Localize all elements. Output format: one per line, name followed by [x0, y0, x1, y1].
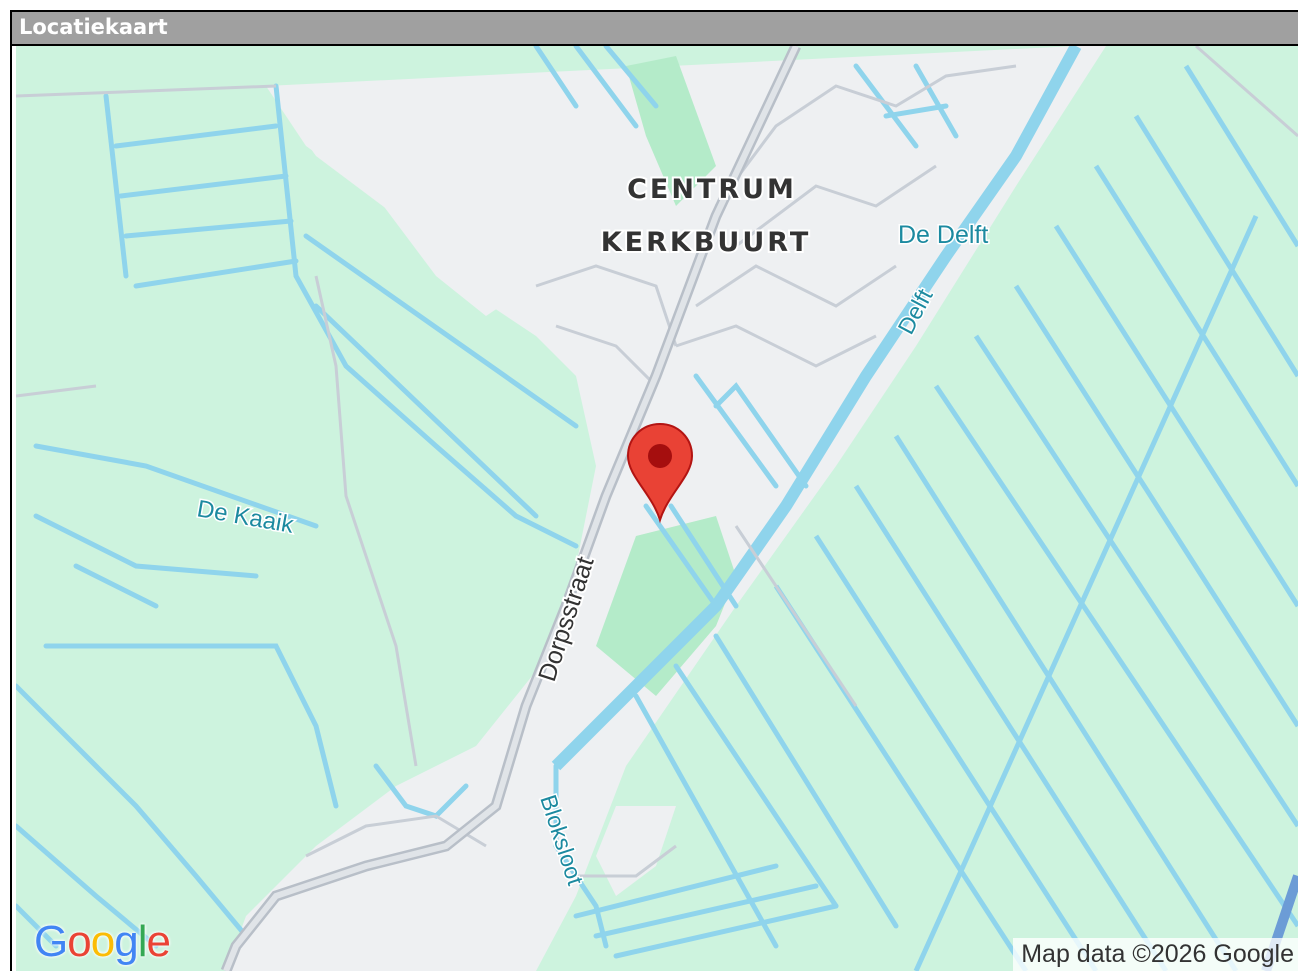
map-view[interactable]: CENTRUM KERKBUURT De Delft Delft De Kaai… — [16, 46, 1298, 971]
panel-header: Locatiekaart — [12, 12, 1298, 46]
panel-title: Locatiekaart — [19, 15, 168, 39]
canal-delft — [551, 46, 1082, 771]
label-de-delft: De Delft — [898, 221, 988, 249]
map-canvas: CENTRUM KERKBUURT De Delft Delft De Kaai… — [16, 46, 1298, 971]
logo-letter: o — [90, 917, 116, 966]
map-pin-icon[interactable] — [626, 422, 694, 524]
label-centrum: CENTRUM — [627, 174, 797, 205]
logo-letter: G — [34, 917, 68, 966]
logo-letter: o — [67, 917, 92, 966]
map-attribution[interactable]: Map data ©2026 Google — [1013, 938, 1298, 971]
location-map-panel: Locatiekaart — [10, 10, 1298, 971]
polder-ditches — [773, 64, 1298, 971]
logo-letter: g — [114, 917, 139, 966]
google-logo[interactable]: Google — [34, 917, 171, 967]
logo-letter: e — [146, 917, 171, 966]
road-dorpsstraat-inner — [223, 46, 799, 971]
road-network — [16, 46, 1298, 878]
logo-letter: l — [137, 917, 148, 966]
water-network — [16, 46, 959, 959]
label-kerkbuurt: KERKBUURT — [601, 227, 812, 258]
